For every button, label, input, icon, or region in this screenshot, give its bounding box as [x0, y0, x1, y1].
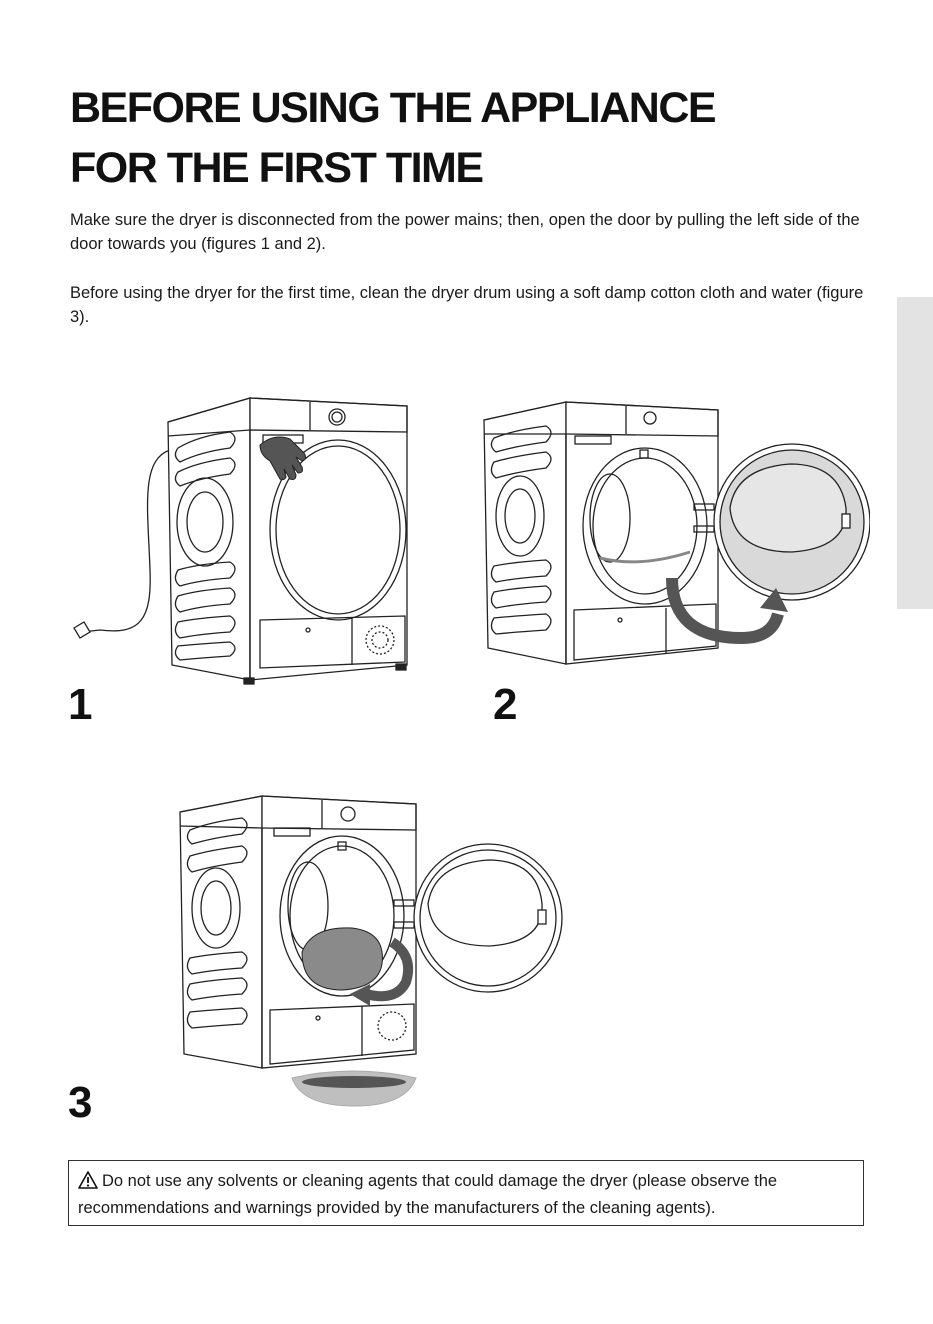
figure-2-number: 2	[493, 680, 518, 729]
page-title: BEFORE USING THE APPLIANCE FOR THE FIRST…	[70, 78, 717, 198]
warning-text: Do not use any solvents or cleaning agen…	[78, 1172, 778, 1217]
figure-3-number: 3	[68, 1078, 93, 1127]
warning-box: Do not use any solvents or cleaning agen…	[68, 1160, 864, 1226]
figure-1-number: 1	[68, 680, 93, 729]
title-line-1: BEFORE USING THE APPLIANCE	[70, 84, 717, 132]
warning-triangle-icon	[78, 1171, 98, 1196]
section-side-tab	[897, 297, 933, 609]
figure-3-illustration	[179, 795, 563, 1107]
figure-1-illustration	[73, 397, 408, 685]
title-line-2: FOR THE FIRST TIME	[70, 144, 484, 192]
instruction-paragraph-2: Before using the dryer for the first tim…	[70, 284, 864, 326]
figure-2-illustration	[483, 401, 870, 665]
instruction-paragraph-1: Make sure the dryer is disconnected from…	[70, 211, 860, 253]
